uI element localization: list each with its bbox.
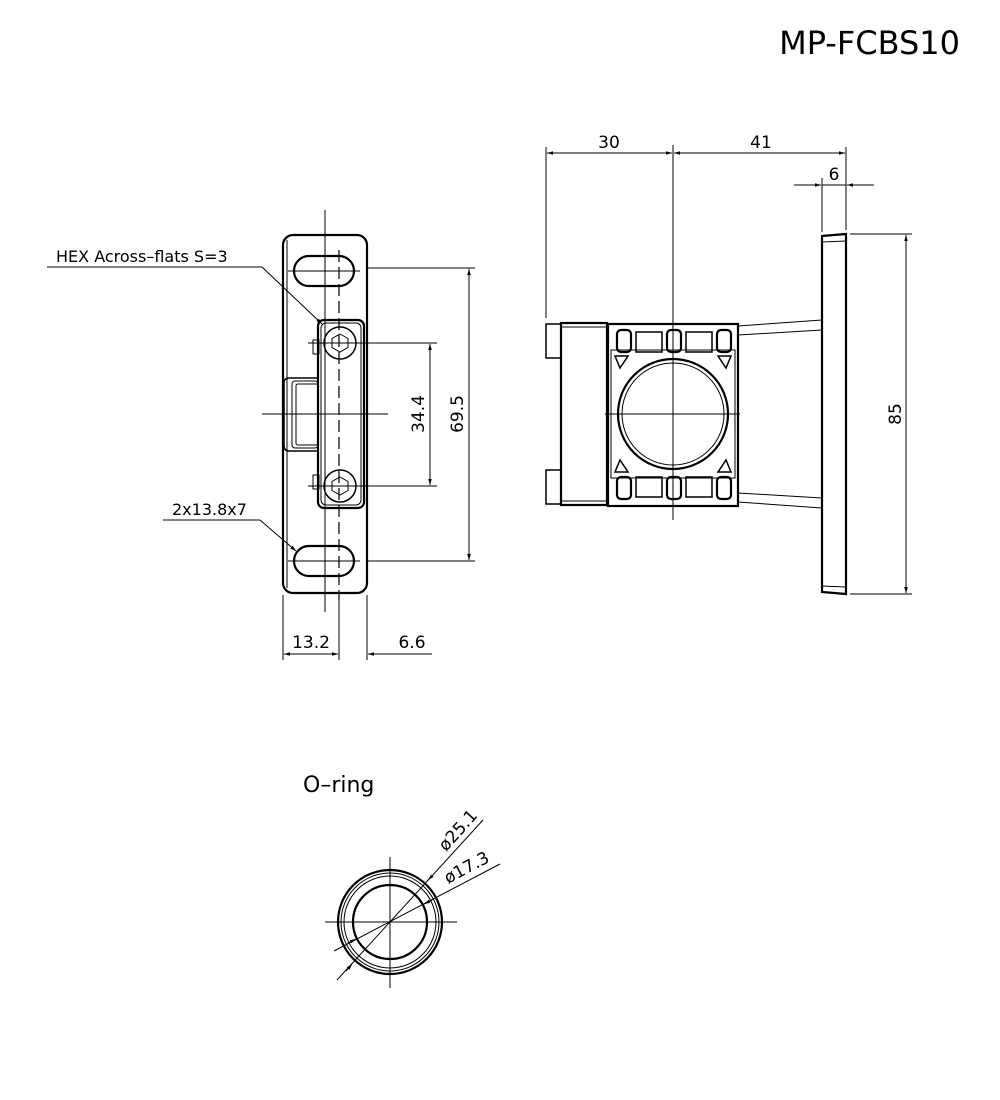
dim-slot-pitch: 69.5 [448,395,468,433]
dim-left-depth: 30 [598,133,620,153]
oring-title: O–ring [303,773,374,798]
front-view: 34.4 69.5 13.2 6.6 HEX Across–flats S=3 … [47,210,475,660]
dim-right-width: 6.6 [398,633,425,653]
oring-outer-diameter: ø25.1 [435,806,482,855]
flange-plate [820,232,848,596]
dim-left-width: 13.2 [292,633,330,653]
side-view: 30 41 6 85 [545,133,912,596]
hex-socket-icon [331,476,349,496]
dim-flange-height: 85 [886,403,906,425]
dim-hole-pitch: 34.4 [409,395,429,433]
dim-right-depth: 41 [750,133,772,153]
oring-view: O–ring ø25.1 ø17.3 [303,773,501,988]
slot-callout: 2x13.8x7 [172,500,247,519]
body-left [559,321,609,507]
hex-socket-icon [331,333,349,353]
dim-flange-thickness: 6 [829,165,840,185]
part-number-title: MP-FCBS10 [779,24,960,62]
hex-callout: HEX Across–flats S=3 [56,247,228,266]
